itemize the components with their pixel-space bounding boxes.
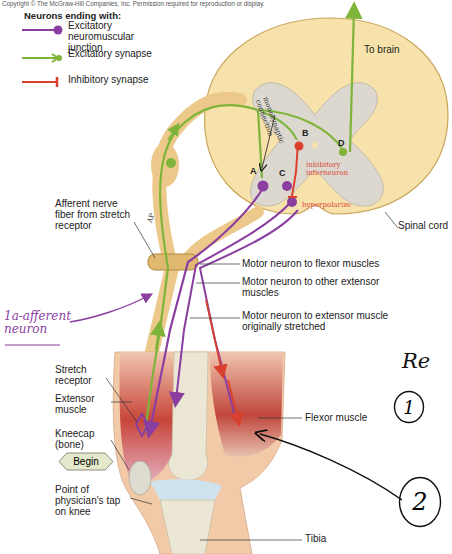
node-text: Begin bbox=[73, 456, 99, 467]
pathway-label: To brain bbox=[364, 44, 434, 55]
point-letter: B bbox=[302, 128, 314, 138]
hexagon-shape bbox=[59, 453, 113, 470]
legend-text: Excitatory synapse bbox=[68, 48, 163, 59]
legend-text: Inhibitory synapse bbox=[68, 74, 163, 85]
part-label: Flexor muscle bbox=[305, 412, 405, 423]
circle-shape bbox=[395, 392, 424, 423]
circle-shape bbox=[400, 478, 441, 527]
legend-sample bbox=[22, 26, 63, 35]
point-letter: D bbox=[338, 138, 350, 148]
copyright-note: Copyright © The McGraw-Hill Companies, I… bbox=[2, 0, 382, 7]
handwritten-note: inhibitory interneuron bbox=[306, 162, 362, 178]
handwritten-note: 1a-afferent neuron bbox=[4, 310, 74, 337]
legend-line bbox=[22, 29, 56, 31]
part-label: Motor neuron to other extensor muscles bbox=[242, 276, 392, 298]
legend-sample bbox=[22, 77, 57, 87]
part-label: Tibia bbox=[305, 533, 355, 544]
handwritten-note: hyperpolarize bbox=[302, 202, 366, 210]
part-label: Motor neuron to extensor muscle original… bbox=[242, 310, 412, 332]
part-label: Point of physician's tap on knee bbox=[55, 484, 131, 518]
part-label: Afferent nerve fiber from stretch recept… bbox=[55, 198, 135, 232]
callout-circle: 2 bbox=[398, 476, 442, 528]
legend-bar bbox=[56, 77, 59, 87]
legend-sample bbox=[22, 54, 62, 62]
point-letter: C bbox=[279, 168, 291, 178]
part-label: Kneecap (bone) bbox=[55, 428, 111, 450]
part-label: Stretch receptor bbox=[55, 364, 107, 386]
start-hexagon: Begin bbox=[58, 452, 114, 471]
legend-line bbox=[22, 81, 56, 83]
node-text: 2 bbox=[412, 488, 427, 516]
part-label: Extensor muscle bbox=[55, 393, 111, 415]
point-letter: A bbox=[250, 166, 262, 176]
node-text: 1 bbox=[403, 397, 414, 418]
part-label: Spinal cord bbox=[398, 220, 450, 231]
handwritten-note: Re bbox=[402, 350, 452, 374]
part-label: Motor neuron to flexor muscles bbox=[242, 258, 447, 269]
callout-circle: 1 bbox=[393, 390, 425, 424]
legend-dot bbox=[56, 55, 62, 61]
legend-dot bbox=[54, 26, 63, 35]
legend-line bbox=[22, 57, 56, 59]
